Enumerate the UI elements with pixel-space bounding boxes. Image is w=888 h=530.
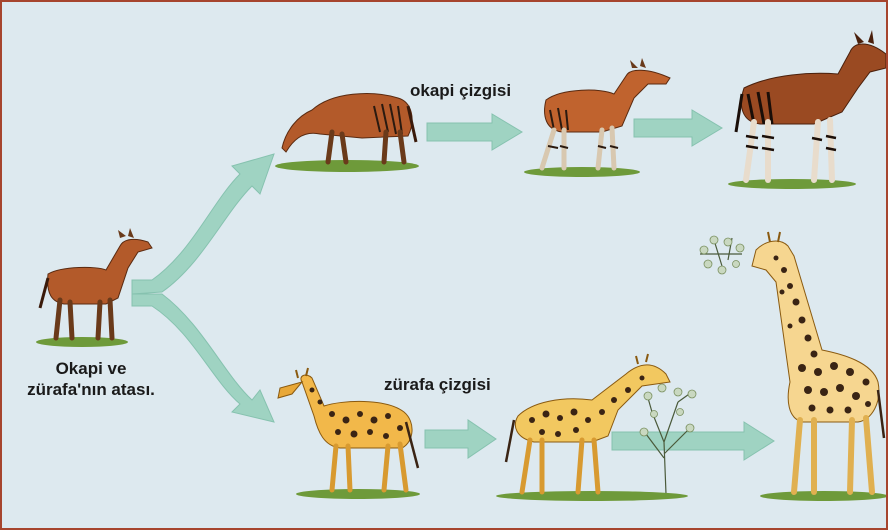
giraffe-line-label: zürafa çizgisi — [384, 374, 491, 395]
modern-okapi — [728, 30, 886, 189]
giraffe-arrow-1 — [425, 420, 496, 458]
okapi-line-label: okapi çizgisi — [410, 80, 511, 101]
okapi-arrow-1 — [427, 114, 522, 150]
branch-arrow-up — [132, 154, 274, 294]
okapi-arrow-2 — [634, 110, 722, 146]
ancestor-label-line-2: zürafa'nın atası. — [16, 379, 166, 400]
intermediate-giraffe — [496, 354, 688, 501]
early-okapi-grazing — [275, 94, 419, 172]
modern-giraffe — [752, 232, 886, 501]
leafy-branch — [700, 236, 744, 274]
ancestor-label-line-1: Okapi ve — [16, 358, 166, 379]
intermediate-okapi — [524, 58, 670, 177]
ancestor-label: Okapi ve zürafa'nın atası. — [16, 358, 166, 400]
